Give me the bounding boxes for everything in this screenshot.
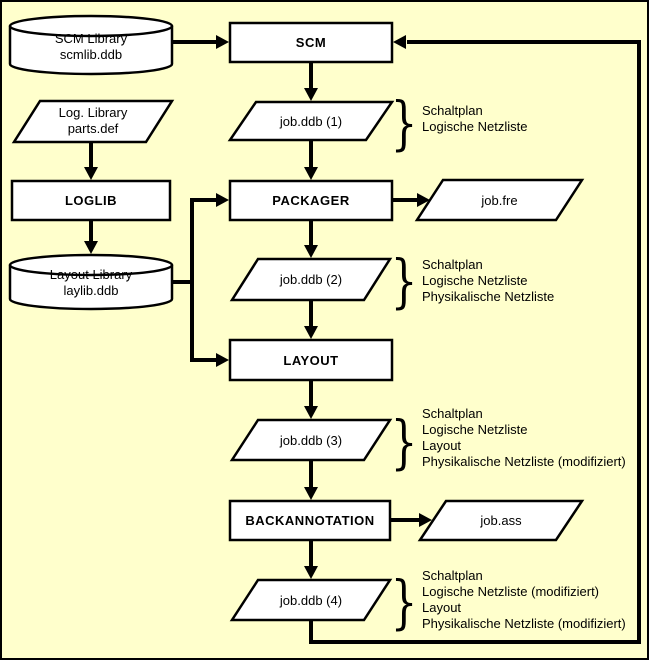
arrowhead-into-layoutlibrary bbox=[84, 241, 98, 254]
arrowhead-into-jobass bbox=[419, 513, 432, 527]
connector-layoutlibrary-branch bbox=[170, 198, 219, 362]
loglib-box-label: LOGLIB bbox=[64, 193, 118, 208]
arrowhead-into-layout-top bbox=[304, 326, 318, 339]
scm-library-line-2: scmlib.ddb bbox=[59, 47, 123, 62]
jobddb3-annotation-line-1: Schaltplan bbox=[422, 406, 483, 421]
log-library-parallelogram bbox=[11, 99, 175, 144]
jobddb2-annotation-line-1: Schaltplan bbox=[422, 257, 483, 272]
jobddb4-brace: } bbox=[390, 568, 418, 636]
jobddb2-annotation-line-2: Logische Netzliste bbox=[422, 273, 528, 288]
jobddb2-label: job.ddb (2) bbox=[279, 272, 343, 287]
packager-box-label: PACKAGER bbox=[272, 193, 350, 208]
jobddb4-label: job.ddb (4) bbox=[279, 592, 343, 608]
scm-library-label: SCM Library scmlib.ddb bbox=[10, 31, 172, 63]
packager-box bbox=[228, 179, 394, 222]
jobddb1-brace: } bbox=[390, 89, 418, 157]
jobddb3-brace: } bbox=[390, 408, 418, 476]
layout-box bbox=[228, 338, 394, 382]
jobddb3-annotation-line-4: Physikalische Netzliste (modifiziert) bbox=[422, 454, 626, 469]
layout-library-cylinder bbox=[8, 253, 174, 311]
scm-box bbox=[228, 21, 394, 64]
scm-library-cylinder bbox=[8, 14, 174, 76]
arrowhead-into-packager-top bbox=[304, 167, 318, 180]
jobfre-label: job.fre bbox=[481, 192, 518, 208]
jobddb4-annotation-line-1: Schaltplan bbox=[422, 568, 483, 583]
jobass-parallelogram bbox=[417, 499, 585, 542]
jobddb3-annotation-line-3: Layout bbox=[422, 438, 462, 453]
arrowhead-into-packager-left bbox=[216, 193, 229, 207]
scm-box-label: SCM bbox=[295, 35, 327, 50]
jobddb4-annotation-line-3: Layout bbox=[422, 600, 462, 615]
jobddb1-annotation-line-1: Schaltplan bbox=[422, 103, 483, 118]
log-library-line-1: Log. Library bbox=[58, 105, 128, 120]
scm-library-line-1: SCM Library bbox=[54, 31, 128, 46]
jobddb2-annotation: Schaltplan Logische Netzliste Physikalis… bbox=[422, 257, 554, 305]
scm-library-cylinder-top bbox=[8, 14, 174, 38]
arrowhead-into-jobddb4 bbox=[304, 566, 318, 579]
backannotation-box bbox=[228, 499, 392, 542]
jobddb4-annotation: Schaltplan Logische Netzliste (modifizie… bbox=[422, 568, 626, 632]
jobddb2-parallelogram bbox=[229, 257, 393, 302]
jobddb3-parallelogram bbox=[229, 418, 393, 462]
jobddb4-annotation-line-2: Logische Netzliste (modifiziert) bbox=[422, 584, 600, 599]
backannotation-box-label: BACKANNOTATION bbox=[245, 513, 375, 528]
arrowhead-into-jobddb1 bbox=[304, 88, 318, 101]
arrowhead-into-jobfre bbox=[417, 193, 430, 207]
jobddb3-annotation: Schaltplan Logische Netzliste Layout Phy… bbox=[422, 406, 626, 470]
arrowhead-into-scm-left bbox=[216, 35, 229, 49]
loglib-box bbox=[10, 179, 172, 222]
jobddb4-annotation-line-4: Physikalische Netzliste (modifiziert) bbox=[422, 616, 626, 631]
jobddb2-brace: } bbox=[390, 247, 418, 315]
jobddb4-parallelogram bbox=[229, 578, 393, 622]
jobddb1-annotation: Schaltplan Logische Netzliste bbox=[422, 103, 528, 135]
jobfre-parallelogram bbox=[414, 178, 585, 222]
jobddb1-label: job.ddb (1) bbox=[279, 113, 343, 129]
jobddb1-annotation-line-2: Logische Netzliste bbox=[422, 119, 528, 134]
jobddb1-parallelogram bbox=[227, 100, 395, 142]
arrowhead-into-jobddb3 bbox=[304, 406, 318, 419]
jobddb3-label: job.ddb (3) bbox=[279, 432, 343, 448]
layout-library-cylinder-top bbox=[8, 253, 174, 277]
arrowhead-into-backannotation bbox=[304, 487, 318, 500]
arrowhead-into-layout-left bbox=[216, 353, 229, 367]
connector-feedback-loop bbox=[309, 40, 641, 644]
arrowhead-into-loglib bbox=[84, 167, 98, 180]
layout-library-line-2: laylib.ddb bbox=[63, 283, 119, 298]
layout-box-label: LAYOUT bbox=[283, 352, 339, 368]
scm-library-cylinder-body bbox=[8, 26, 174, 76]
layout-library-label: Layout Library laylib.ddb bbox=[10, 267, 172, 299]
layout-library-line-1: Layout Library bbox=[49, 267, 133, 282]
arrowhead-into-scm-right bbox=[393, 35, 406, 49]
log-library-label: Log. Library parts.def bbox=[14, 105, 172, 137]
jobddb3-annotation-line-2: Logische Netzliste bbox=[422, 422, 528, 437]
layout-library-cylinder-body bbox=[8, 265, 174, 311]
log-library-line-2: parts.def bbox=[67, 121, 119, 136]
jobass-label: job.ass bbox=[480, 513, 522, 528]
jobddb2-annotation-line-3: Physikalische Netzliste bbox=[422, 289, 555, 304]
arrowhead-into-jobddb2 bbox=[304, 245, 318, 258]
